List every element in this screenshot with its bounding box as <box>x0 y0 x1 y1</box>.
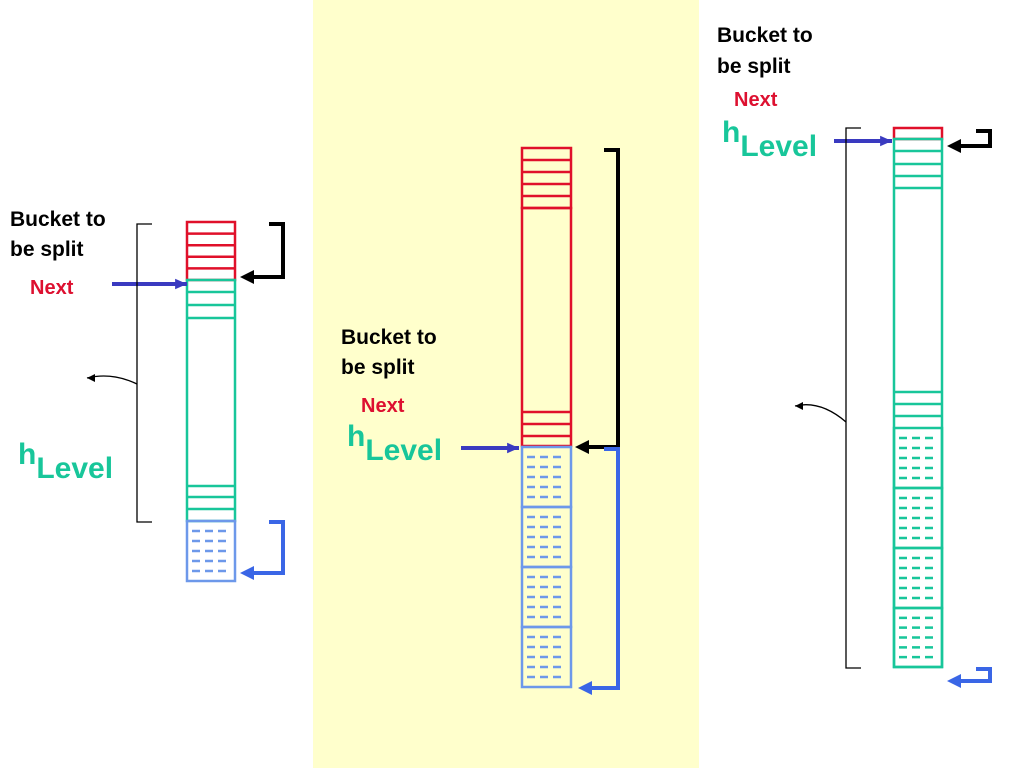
hlevel-h: h <box>347 420 366 453</box>
curly-brace-icon-head <box>795 402 803 410</box>
image-bucket-arrow-head <box>578 681 592 695</box>
image-bucket-arrow <box>250 520 285 575</box>
panel1-next-label: Next <box>30 277 74 299</box>
split-return-arrow <box>250 222 285 279</box>
panel2-hlevel-label: hLevel <box>347 420 442 466</box>
split-return-arrow <box>585 148 620 449</box>
hlevel-h: h <box>722 116 741 149</box>
next-pointer-arrow-head <box>880 135 892 147</box>
level-bucket-dashed <box>892 606 944 669</box>
split-return-arrow-head <box>575 440 589 454</box>
level-range-bracket <box>845 127 861 669</box>
image-bucket-arrow <box>588 447 620 690</box>
hlevel-sub: Level <box>365 434 443 467</box>
image-bucket-arrow-head <box>947 674 961 688</box>
panel2-next-label: Next <box>361 395 405 417</box>
split-return-arrow <box>957 129 992 148</box>
next-pointer-arrow-head <box>507 442 519 454</box>
new-bucket-blue <box>185 519 237 583</box>
new-bucket-blue <box>520 625 573 689</box>
panel1-caption-line2: be split <box>10 238 84 261</box>
panel3-hlevel-label: hLevel <box>722 116 817 162</box>
curly-brace-icon-head <box>87 374 95 382</box>
split-bucket-red <box>520 206 573 448</box>
split-return-arrow-head <box>240 270 254 284</box>
hlevel-h: h <box>18 438 37 471</box>
split-bucket-red <box>185 220 237 282</box>
panel1-hlevel-label: hLevel <box>18 438 113 484</box>
level-range-bracket <box>136 223 152 523</box>
panel2-caption-line2: be split <box>341 356 415 379</box>
panel2-caption-line1: Bucket to <box>341 326 437 349</box>
highlight-panel <box>313 0 699 768</box>
panel3-caption-line1: Bucket to <box>717 24 813 47</box>
image-bucket-arrow-head <box>240 566 254 580</box>
split-return-arrow-head <box>947 139 961 153</box>
next-pointer-arrow-head <box>175 278 187 290</box>
hlevel-sub: Level <box>36 452 114 485</box>
image-bucket-arrow <box>957 667 992 683</box>
split-bucket-red <box>520 146 573 210</box>
panel3-next-label: Next <box>734 89 778 111</box>
panel3-caption-line2: be split <box>717 55 791 78</box>
split-bucket-red <box>892 126 944 141</box>
panel1-caption-line1: Bucket to <box>10 208 106 231</box>
hlevel-sub: Level <box>740 130 818 163</box>
